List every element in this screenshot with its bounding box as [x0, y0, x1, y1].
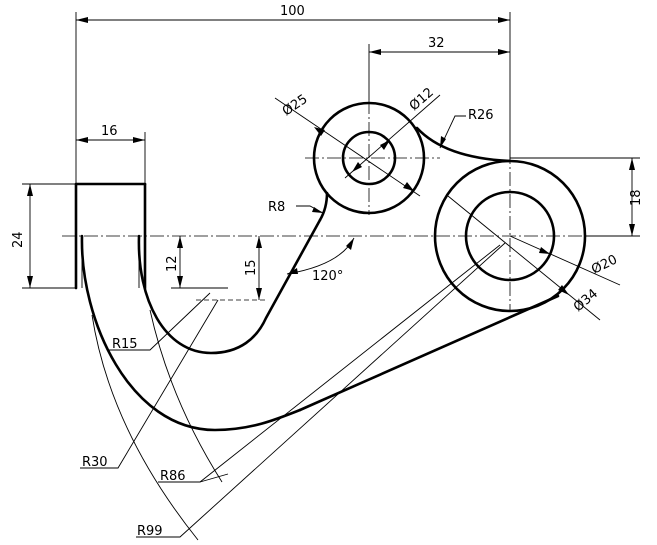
inner-circle-20 — [464, 190, 556, 282]
label-angle-120: 120° — [312, 269, 343, 284]
leader-r86-tail — [199, 473, 229, 483]
arrowhead — [369, 49, 381, 55]
arc-r8 — [318, 191, 329, 222]
arrowhead — [287, 268, 298, 274]
leader-dia-20 — [509, 235, 621, 286]
dimension-lines — [22, 12, 640, 541]
label-r26: R26 — [468, 108, 494, 123]
arrowhead — [76, 17, 88, 23]
label-dim-18: 18 — [629, 189, 644, 206]
arrowhead — [27, 184, 33, 196]
leader-r15 — [108, 292, 211, 351]
label-dia-34: Ø34 — [571, 286, 601, 315]
construction-arc-r99 — [91, 314, 199, 541]
label-dia-20: Ø20 — [589, 252, 620, 277]
arrowhead — [133, 137, 145, 143]
arrowhead — [380, 140, 390, 150]
label-r99: R99 — [137, 524, 163, 539]
arrowhead — [558, 285, 569, 295]
leader-r30 — [80, 299, 219, 469]
label-dim-100: 100 — [280, 4, 305, 19]
inner-circle-12 — [341, 130, 397, 186]
arrowhead — [629, 224, 635, 236]
label-dia-12: Ø12 — [407, 85, 437, 114]
label-dim-24: 24 — [11, 231, 26, 248]
label-r8: R8 — [268, 200, 285, 215]
label-dim-15: 15 — [244, 259, 259, 276]
arrowhead — [27, 276, 33, 288]
dimension-labels: 100 32 16 24 12 15 18 Ø25 Ø12 R26 R8 120… — [11, 4, 644, 539]
arrowhead — [498, 17, 510, 23]
arrowhead — [352, 162, 362, 172]
label-r30: R30 — [82, 455, 108, 470]
label-dim-16: 16 — [101, 124, 118, 139]
label-dia-25: Ø25 — [280, 92, 311, 119]
arrowhead — [312, 207, 323, 213]
arrowhead — [539, 247, 550, 254]
label-r15: R15 — [112, 337, 138, 352]
arrowhead — [346, 238, 354, 250]
leader-dia-34 — [447, 195, 601, 321]
construction-arc-r86 — [149, 309, 223, 483]
label-dim-12: 12 — [165, 255, 180, 272]
arrowhead — [314, 127, 325, 136]
arrowhead — [256, 288, 262, 300]
leader-r26 — [439, 115, 466, 149]
arrowhead — [256, 236, 262, 248]
arc-r26 — [415, 126, 512, 163]
leader-dia-12 — [344, 94, 441, 179]
label-r86: R86 — [160, 469, 186, 484]
leader-r99 — [136, 242, 506, 538]
tangent-line-bottom — [298, 294, 560, 412]
part-outline — [74, 101, 587, 432]
arrowhead — [629, 158, 635, 170]
arrowhead — [403, 182, 414, 191]
arrowhead — [177, 236, 183, 248]
outer-circle-25 — [312, 101, 426, 215]
arrowhead — [498, 49, 510, 55]
arrowhead — [76, 137, 88, 143]
outer-hook-r30 — [80, 234, 302, 432]
inner-hook-r15 — [137, 218, 322, 355]
arrowhead — [177, 276, 183, 288]
arrowhead — [440, 136, 446, 148]
leader-dia-25 — [274, 97, 421, 197]
label-dim-32: 32 — [428, 36, 445, 51]
